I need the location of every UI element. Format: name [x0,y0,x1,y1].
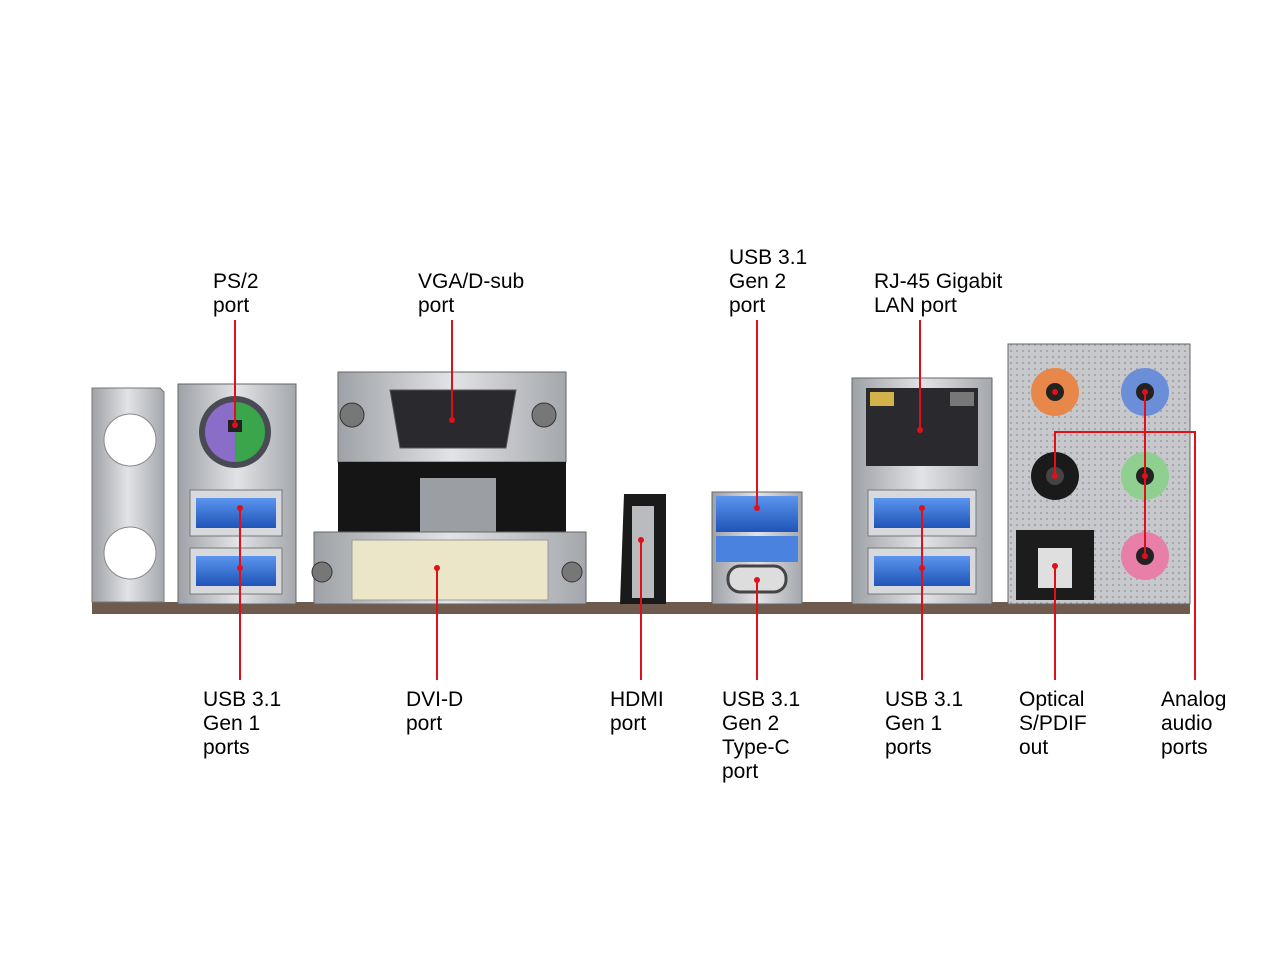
vga-dvi-stack [311,371,587,605]
callout-lines [234,320,1196,680]
hdmi-connector [620,494,666,604]
mounting-bracket [91,387,165,603]
callout-line-audio [1054,431,1196,680]
callout-dots [232,389,1148,583]
ps2-usb-stack [177,383,297,605]
audio-panel [1007,343,1191,605]
